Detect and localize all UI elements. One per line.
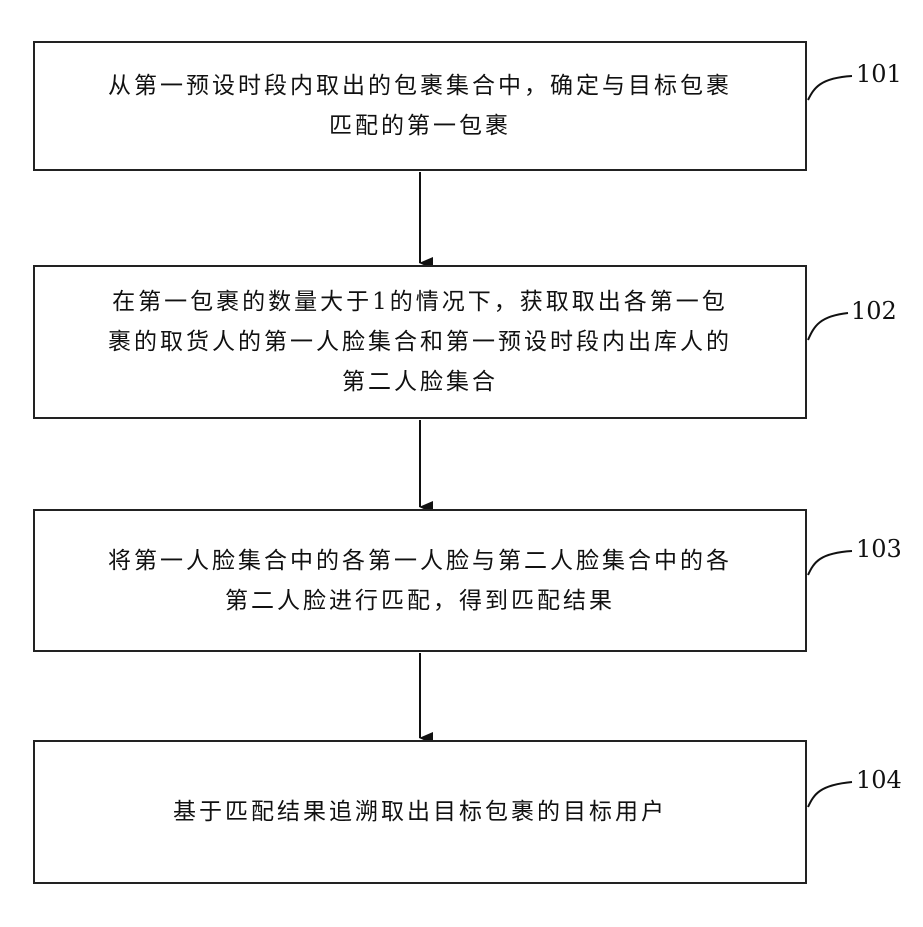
step-text-line: 基于匹配结果追溯取出目标包裹的目标用户 [173,792,667,832]
step-number-102: 102 [851,297,897,325]
step-text-line: 在第一包裹的数量大于1的情况下，获取取出各第一包 [108,282,732,322]
step-text-line: 将第一人脸集合中的各第一人脸与第二人脸集合中的各 [108,541,732,581]
leader-curve-104 [808,782,852,807]
step-text-103: 将第一人脸集合中的各第一人脸与第二人脸集合中的各 第二人脸进行匹配，得到匹配结果 [102,541,738,621]
step-text-line: 第二人脸集合 [108,362,732,402]
leader-curve-102 [808,313,848,340]
step-number-101: 101 [856,60,902,88]
step-box-102: 在第一包裹的数量大于1的情况下，获取取出各第一包 裹的取货人的第一人脸集合和第一… [33,265,807,419]
step-text-line: 匹配的第一包裹 [108,106,732,146]
leader-curve-101 [808,76,852,100]
leader-curve-103 [808,551,852,575]
step-box-104: 基于匹配结果追溯取出目标包裹的目标用户 [33,740,807,884]
step-text-104: 基于匹配结果追溯取出目标包裹的目标用户 [167,792,673,832]
step-number-104: 104 [856,766,902,794]
step-text-102: 在第一包裹的数量大于1的情况下，获取取出各第一包 裹的取货人的第一人脸集合和第一… [102,282,738,402]
step-text-line: 从第一预设时段内取出的包裹集合中，确定与目标包裹 [108,66,732,106]
step-box-103: 将第一人脸集合中的各第一人脸与第二人脸集合中的各 第二人脸进行匹配，得到匹配结果 [33,509,807,652]
step-box-101: 从第一预设时段内取出的包裹集合中，确定与目标包裹 匹配的第一包裹 [33,41,807,171]
step-text-line: 裹的取货人的第一人脸集合和第一预设时段内出库人的 [108,322,732,362]
step-text-line: 第二人脸进行匹配，得到匹配结果 [108,581,732,621]
step-number-103: 103 [856,535,902,563]
step-text-101: 从第一预设时段内取出的包裹集合中，确定与目标包裹 匹配的第一包裹 [102,66,738,146]
